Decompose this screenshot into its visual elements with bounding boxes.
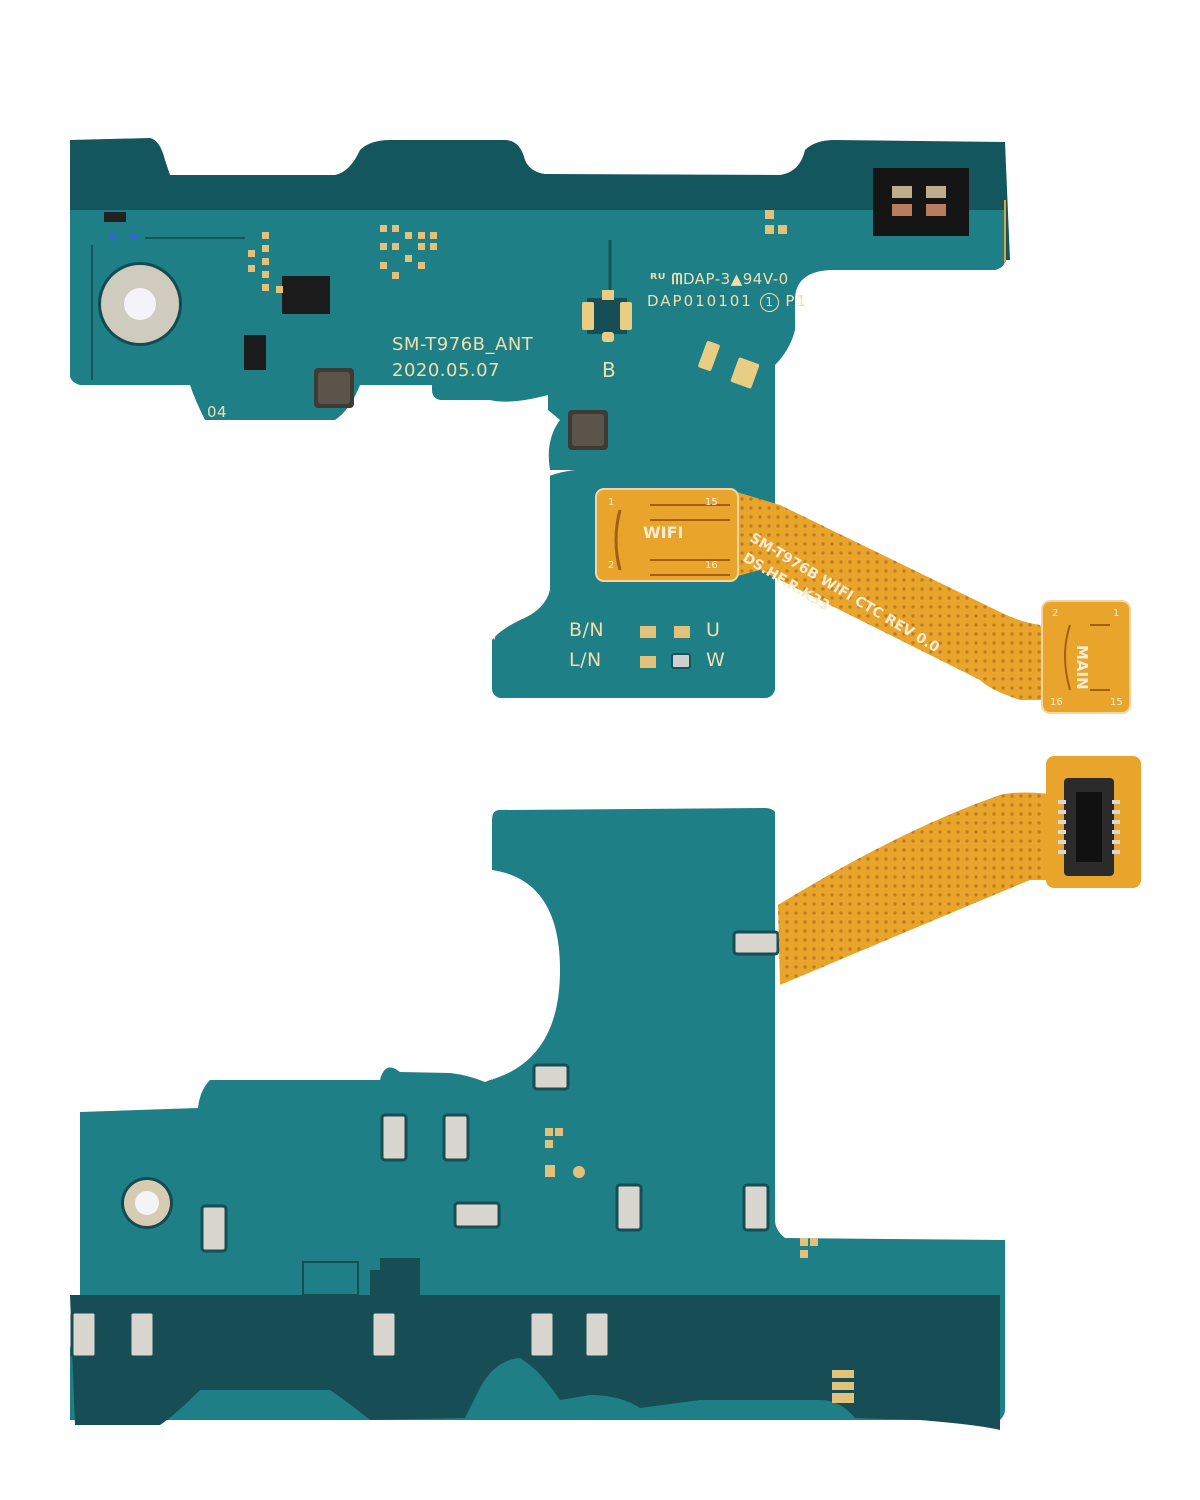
pin-label: 16 <box>705 560 718 571</box>
pin-label: 15 <box>1110 697 1123 708</box>
main-flex-cable <box>778 756 1141 985</box>
jumper-label-u: U <box>706 619 721 641</box>
board-rev-label: 04 <box>207 403 228 421</box>
board-date-label: 2020.05.07 <box>392 360 501 381</box>
circle-number-icon: 1 <box>759 293 779 312</box>
jumper-label-w: W <box>706 649 726 671</box>
manufacturer-marking: DAP010101 1 P1 <box>647 292 808 312</box>
ul-mark: ᴿᵁ ᗰDAP-3▲94V-0 <box>650 270 789 288</box>
manufacturer-code: DAP010101 <box>647 292 753 310</box>
pin-label: 1 <box>608 497 615 508</box>
jumper-label-bn: B/N <box>569 619 605 641</box>
pin-label: 2 <box>608 560 615 571</box>
pin-label: 16 <box>1050 697 1063 708</box>
ul-logo-icon: ᴿᵁ ᗰ <box>650 270 683 288</box>
bottom-pcb <box>70 808 1005 1430</box>
wifi-flex-cable <box>595 488 1131 714</box>
pin-label: 15 <box>705 497 718 508</box>
pin-label: 1 <box>1113 608 1120 619</box>
jumper-label-ln: L/N <box>569 649 602 671</box>
pin-label: 2 <box>1052 608 1059 619</box>
top-pcb <box>70 138 1010 698</box>
pad-b-label: B <box>602 358 617 382</box>
board-model-label: SM-T976B_ANT <box>392 334 534 355</box>
layer-label: P1 <box>785 292 809 310</box>
flex-main-label: MAIN <box>1073 645 1091 690</box>
flex-wifi-label: WIFI <box>643 523 684 542</box>
ul-mark-text: DAP-3▲94V-0 <box>683 270 789 288</box>
